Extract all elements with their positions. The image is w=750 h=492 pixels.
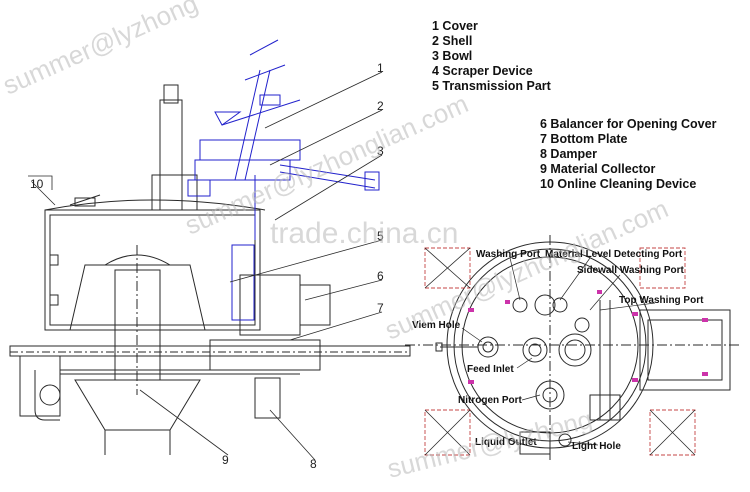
legend-item: 8 Damper	[540, 147, 597, 161]
callout-2: 2	[377, 99, 384, 113]
legend-item: 2 Shell	[432, 34, 473, 48]
callout-1: 1	[377, 61, 384, 75]
view-hole	[477, 336, 499, 358]
callout-9: 9	[222, 453, 229, 467]
side-view	[9, 84, 411, 455]
legend-item: 3 Bowl	[432, 49, 473, 63]
watermark-bottom: summer@lyzhong	[384, 404, 595, 484]
legend-item: 4 Scraper Device	[432, 64, 533, 78]
material-collector	[74, 379, 201, 431]
watermarks: summer@lyzhong summer@lyzhonglian.com tr…	[0, 0, 673, 484]
callout-10: 10	[30, 177, 44, 191]
label-liquid-outlet: Liquid Outlet	[475, 437, 537, 448]
label-top-washing-port: Top Washing Port	[619, 295, 704, 306]
callout-8: 8	[310, 457, 317, 471]
callout-6: 6	[377, 269, 384, 283]
callout-3: 3	[377, 144, 384, 158]
watermark-mid: trade.china.cn	[270, 217, 458, 250]
label-light-hole: Light Hole	[572, 441, 621, 452]
legend-item: 5 Transmission Part	[432, 79, 551, 93]
callout-7: 7	[377, 301, 384, 315]
liquid-outlet	[519, 431, 551, 455]
feed-inlet	[522, 337, 548, 363]
bowl	[69, 264, 206, 331]
cover	[44, 199, 266, 211]
top-leaders	[461, 257, 656, 446]
label-sidewall-port: Sidewall Washing Port	[577, 265, 685, 276]
top-view	[405, 235, 740, 460]
legend-item: 6 Balancer for Opening Cover	[540, 117, 717, 131]
legend-item: 10 Online Cleaning Device	[540, 177, 697, 191]
label-level-port: Material Level Detecting Port	[545, 249, 683, 260]
damper-feet	[424, 247, 696, 456]
legend-item: 7 Bottom Plate	[540, 132, 628, 146]
light-hole	[558, 433, 572, 447]
side-callouts	[28, 71, 383, 461]
label-feed-inlet: Feed Inlet	[467, 364, 514, 375]
label-view-hole: Viem Hole	[412, 320, 461, 331]
balancer-mechanism	[187, 39, 380, 321]
legend-item: 1 Cover	[432, 19, 478, 33]
motor	[239, 274, 301, 336]
nitrogen-port	[535, 380, 565, 410]
motor-frame	[639, 309, 731, 391]
legend-item: 9 Material Collector	[540, 162, 656, 176]
label-washing-port: Washing Port	[476, 249, 541, 260]
label-nitrogen-port: Nitrogen Port	[458, 395, 523, 406]
callout-5: 5	[377, 229, 384, 243]
pink-fittings	[468, 290, 708, 384]
